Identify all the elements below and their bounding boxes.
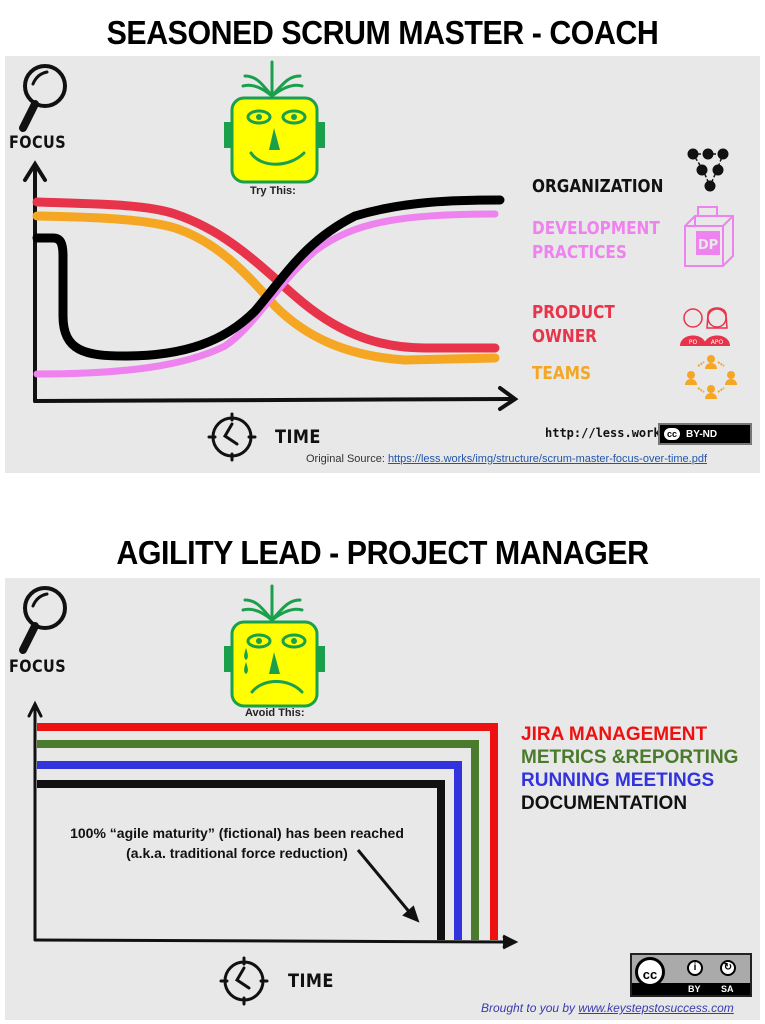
face-caption: Try This: bbox=[250, 185, 296, 197]
y-axis bbox=[27, 700, 43, 942]
sa-label: SA bbox=[721, 984, 734, 994]
by-label: BY bbox=[688, 984, 701, 994]
happy-robot-face-icon bbox=[224, 60, 325, 184]
less-works-site[interactable]: http://less.works bbox=[545, 426, 668, 440]
legend-item-development-practices: DEVELOPMENT PRACTICES bbox=[532, 218, 660, 263]
magnifier-icon bbox=[19, 64, 67, 132]
sa-share-icon: ↻ bbox=[720, 960, 736, 976]
clock-icon bbox=[219, 956, 269, 1006]
organization-network-icon bbox=[687, 148, 729, 192]
teams-circle-icon bbox=[685, 355, 737, 399]
svg-text:PO: PO bbox=[689, 339, 698, 346]
cc-icon: cc bbox=[662, 426, 683, 442]
cc-by-sa-badge[interactable]: cc i ↻ BY SA bbox=[630, 953, 752, 997]
credit-label: Brought to you by bbox=[481, 1001, 576, 1015]
legend-item-organization: ORGANIZATION bbox=[532, 176, 664, 197]
curve-organization bbox=[32, 195, 505, 361]
svg-text:DP: DP bbox=[698, 238, 718, 253]
credit-line: Brought to you by www.keystepstosuccess.… bbox=[481, 1001, 734, 1015]
cc-icon: cc bbox=[635, 957, 665, 987]
legend-item-teams: TEAMS bbox=[532, 363, 591, 384]
cc-by-nd-badge[interactable]: cc BY-ND bbox=[658, 423, 752, 445]
scrum-master-chart: DP PO APO bbox=[19, 60, 737, 462]
line-metrics-reporting bbox=[37, 740, 479, 940]
face-caption: Avoid This: bbox=[245, 707, 305, 719]
by-person-icon: i bbox=[687, 960, 703, 976]
line-jira-management bbox=[37, 723, 498, 940]
scrum-master-panel: DP PO APO FOCUS Try This: TIME ORGANIZAT… bbox=[5, 56, 760, 473]
credit-link[interactable]: www.keystepstosuccess.com bbox=[578, 1001, 734, 1015]
curve-teams bbox=[32, 211, 500, 365]
legend-item-metrics-reporting: METRICS &REPORTING bbox=[521, 747, 739, 768]
project-manager-chart bbox=[19, 584, 519, 1006]
annotation-arrow bbox=[356, 849, 420, 923]
source-label: Original Source: bbox=[306, 453, 385, 465]
original-source: Original Source: https://less.works/img/… bbox=[306, 453, 707, 465]
x-axis bbox=[34, 934, 519, 950]
x-axis-label: TIME bbox=[288, 970, 334, 992]
legend-item-jira-management: JIRA MANAGEMENT bbox=[521, 724, 708, 745]
project-manager-panel: FOCUS Avoid This: TIME 100% “agile matur… bbox=[5, 578, 760, 1020]
x-axis-label: TIME bbox=[275, 426, 321, 448]
sad-robot-face-icon bbox=[224, 584, 325, 708]
legend-item-running-meetings: RUNNING MEETINGS bbox=[521, 770, 715, 791]
license-type: BY-ND bbox=[686, 428, 718, 440]
po-apo-people-icon: PO APO bbox=[680, 307, 730, 346]
panel2-title: AGILITY LEAD - PROJECT MANAGER bbox=[116, 534, 649, 571]
y-axis-label: FOCUS bbox=[9, 657, 67, 677]
line-documentation bbox=[37, 780, 445, 940]
line-running-meetings bbox=[37, 761, 462, 940]
annotation-text: 100% “agile maturity” (fictional) has be… bbox=[70, 825, 404, 861]
curve-product-owner bbox=[32, 197, 500, 353]
dp-box-icon: DP bbox=[684, 206, 734, 267]
source-link[interactable]: https://less.works/img/structure/scrum-m… bbox=[387, 453, 708, 465]
panel1-title: SEASONED SCRUM MASTER - COACH bbox=[106, 14, 659, 51]
legend-item-documentation: DOCUMENTATION bbox=[521, 793, 688, 814]
magnifier-icon bbox=[19, 586, 67, 654]
legend-item-product-owner: PRODUCT OWNER bbox=[532, 302, 615, 347]
clock-icon bbox=[207, 412, 257, 462]
y-axis-label: FOCUS bbox=[9, 133, 67, 153]
svg-text:APO: APO bbox=[711, 339, 724, 346]
